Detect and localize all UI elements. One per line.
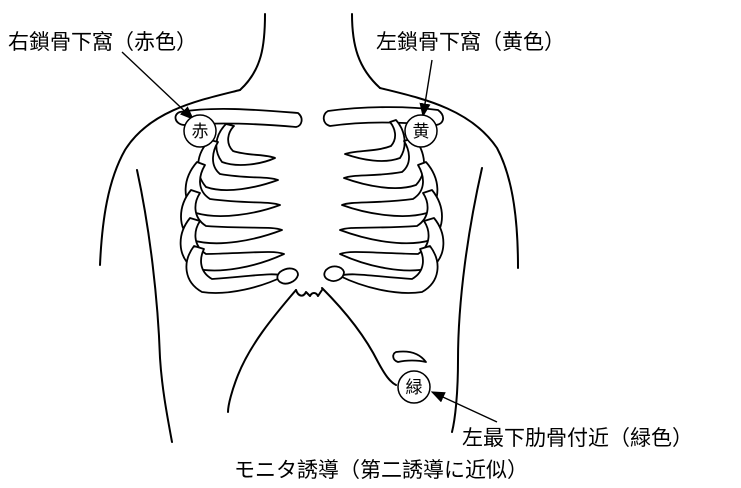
right-torso-outline (452, 168, 482, 432)
electrode-red: 赤 (184, 115, 216, 147)
electrode-red-label: 赤 (192, 122, 209, 142)
electrode-yellow: 黄 (405, 115, 437, 147)
arrow-yellow (423, 60, 432, 116)
electrode-yellow-label: 黄 (413, 122, 430, 142)
left-torso-outline (137, 170, 172, 442)
electrode-green-label: 緑 (406, 378, 423, 398)
lower-floating-rib (393, 351, 426, 362)
left-costal-margin (322, 288, 396, 385)
label-left-subclavian: 左鎖骨下窩（黄色） (376, 32, 565, 53)
label-left-lower-rib: 左最下肋骨付近（緑色） (462, 428, 693, 449)
electrode-green: 緑 (398, 371, 430, 403)
label-right-subclavian: 右鎖骨下窩（赤色） (8, 32, 197, 53)
right-ribs (181, 124, 298, 293)
arrow-green (432, 392, 497, 422)
xiphoid-process (296, 290, 322, 296)
arrow-red (122, 52, 193, 119)
neck-left-line (240, 14, 265, 90)
caption-monitor-lead: モニタ誘導（第二誘導に近似） (234, 460, 528, 481)
right-costal-margin (228, 290, 296, 412)
